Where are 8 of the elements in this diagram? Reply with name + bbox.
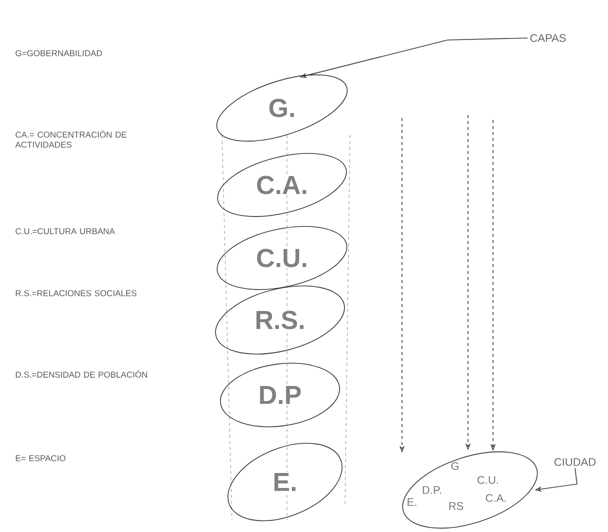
definition-text: E= ESPACIO (16, 455, 66, 462)
definition-text: CA.= CONCENTRACIÓN DE ACTIVIDADES (15, 130, 127, 148)
definition-text: C.U.=CULTURA URBANA (16, 228, 115, 234)
definition-text: G=GOBERNABILIDAD (16, 50, 102, 56)
annotation-text: CAPAS (530, 34, 566, 42)
definition-text: R.S.=RELACIONES SOCIALES (16, 290, 136, 296)
definition-text: D.S.=DENSIDAD DE POBLACIÓN (16, 370, 147, 378)
annotation-text: CIUDAD (554, 458, 596, 466)
